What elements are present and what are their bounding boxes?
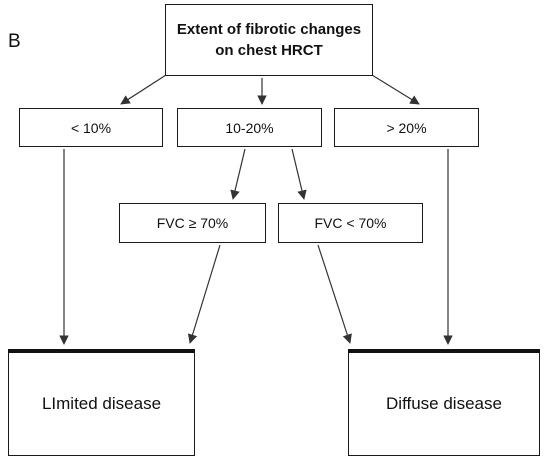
fvc-ge70-node: FVC ≥ 70% <box>119 203 266 243</box>
fvc-lt70-node: FVC < 70% <box>278 203 423 243</box>
root-line-2: on chest HRCT <box>215 42 323 59</box>
root-line-1: Extent of fibrotic changes <box>176 21 362 38</box>
diffuse-disease-node: Diffuse disease <box>348 349 540 456</box>
diffuse-disease-label: Diffuse disease <box>386 394 502 413</box>
arrow-mid-to-fvc-ge70 <box>230 148 246 200</box>
limited-disease-label: LImited disease <box>41 394 162 413</box>
fvc-lt70-label: FVC < 70% <box>314 215 387 231</box>
extent-lt10-node: < 10% <box>19 108 163 147</box>
fvc-ge70-label: FVC ≥ 70% <box>156 215 229 231</box>
limited-disease-node: LImited disease <box>8 349 195 456</box>
extent-gt20-label: > 20% <box>386 119 427 136</box>
root-node: Extent of fibrotic changes on chest HRCT <box>165 4 373 76</box>
extent-10-20-label: 10-20% <box>225 119 274 136</box>
arrow-root-to-lt10 <box>120 74 167 105</box>
arrow-mid-to-fvc-lt70 <box>291 148 307 200</box>
extent-lt10-label: < 10% <box>70 119 112 136</box>
arrow-fvc-ge70-to-limited <box>187 244 221 344</box>
panel-label: B <box>8 31 21 52</box>
arrow-root-to-gt20 <box>371 74 420 105</box>
arrow-fvc-lt70-to-diffuse <box>317 244 352 344</box>
extent-10-20-node: 10-20% <box>177 108 322 147</box>
extent-gt20-node: > 20% <box>334 108 479 147</box>
